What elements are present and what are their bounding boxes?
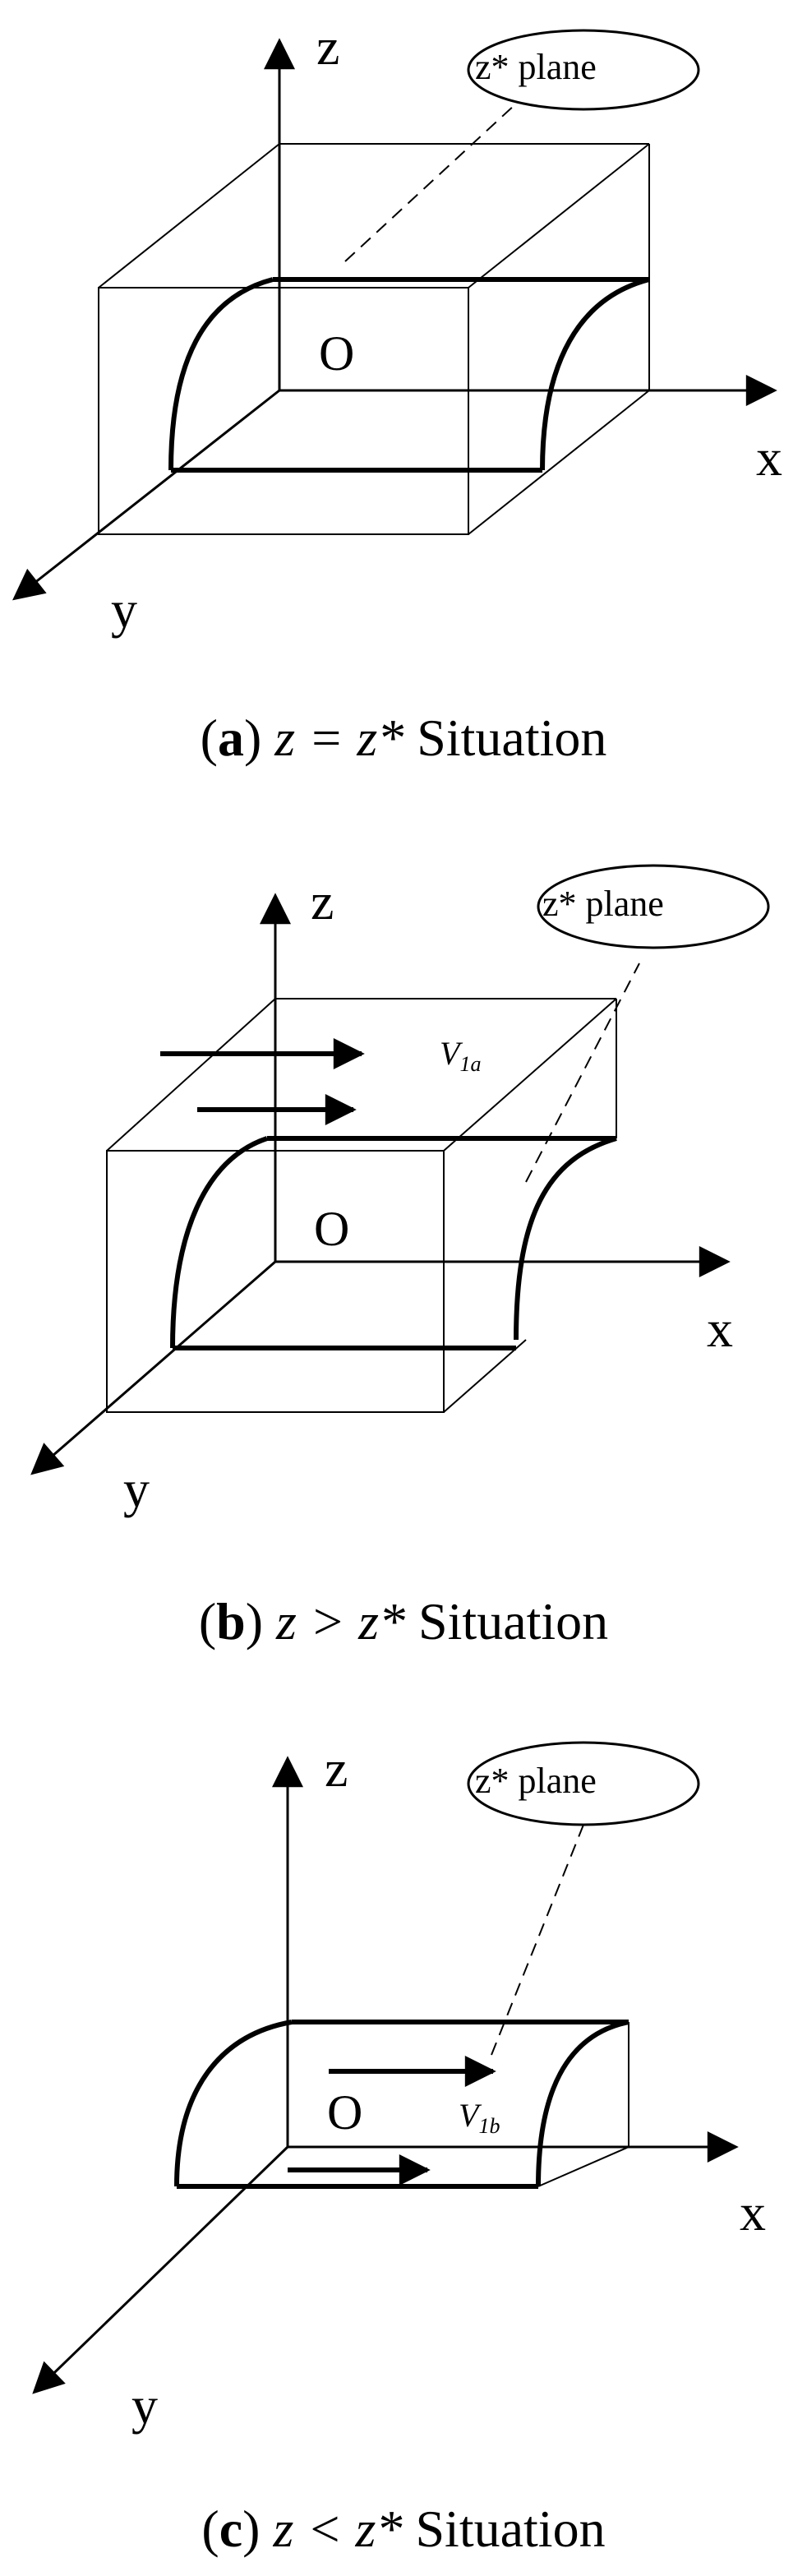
velocity-arrows-c xyxy=(288,2056,496,2186)
box-back-c xyxy=(537,2022,629,2187)
flow-profile-a xyxy=(168,277,650,473)
velocity-label: V1a xyxy=(440,1037,481,1075)
callout-text: z* plane xyxy=(475,1761,597,1801)
velocity-main: V xyxy=(459,2097,479,2134)
caption-word: Situation xyxy=(417,709,607,767)
caption-relation: z > z* xyxy=(276,1592,406,1650)
caption-word: Situation xyxy=(415,2500,606,2558)
diagram-c xyxy=(32,1741,739,2394)
caption-letter: b xyxy=(216,1592,246,1650)
origin-label: O xyxy=(319,326,355,381)
axes-b xyxy=(30,893,731,1475)
caption-b: (b) z > z* Situation xyxy=(198,1592,609,1650)
axes-a xyxy=(12,38,777,601)
origin-label: O xyxy=(314,1202,350,1256)
panel-c: z x y O z* plane V1b (c) z < z* Situatio… xyxy=(0,1710,807,2576)
leader-line-b xyxy=(525,963,640,1183)
caption-c: (c) z < z* Situation xyxy=(201,2500,606,2558)
caption-a: (a) z = z* Situation xyxy=(200,709,607,767)
axis-label-z: z xyxy=(316,17,340,76)
axis-label-x: x xyxy=(756,428,782,487)
velocity-main: V xyxy=(440,1035,460,1072)
axis-label-y: y xyxy=(123,1460,150,1518)
axis-label-y: y xyxy=(111,580,137,639)
caption-relation: z = z* xyxy=(274,709,404,767)
callout-bubble-c xyxy=(467,1741,700,1826)
flow-profile-c xyxy=(174,2020,629,2189)
box-front-a xyxy=(98,143,650,535)
axes-c xyxy=(32,1756,739,2394)
callout-bubble-b xyxy=(537,864,770,949)
axis-label-y: y xyxy=(131,2376,158,2435)
diagram-a xyxy=(12,29,777,601)
panel-b: z x y O z* plane V1a (b) z > z* Situatio… xyxy=(0,855,807,1710)
leader-line-a xyxy=(344,94,527,262)
caption-word: Situation xyxy=(418,1592,609,1650)
axis-label-z: z xyxy=(325,1739,348,1798)
velocity-arrows-b xyxy=(160,1038,365,1125)
flow-profile-b xyxy=(170,1136,617,1350)
axis-label-x: x xyxy=(707,1300,733,1358)
callout-bubble-a xyxy=(467,29,700,111)
velocity-sub: 1b xyxy=(478,2114,500,2138)
callout-text: z* plane xyxy=(475,47,597,87)
axis-label-z: z xyxy=(311,872,334,930)
caption-letter: c xyxy=(219,2500,243,2558)
callout-text: z* plane xyxy=(542,884,664,924)
velocity-sub: 1a xyxy=(459,1052,482,1076)
diagram-b xyxy=(30,864,770,1475)
velocity-label: V1b xyxy=(459,2099,500,2137)
origin-label: O xyxy=(327,2085,363,2140)
panel-a: z x y O z* plane (a) z = z* Situation xyxy=(0,0,807,855)
caption-letter: a xyxy=(217,709,244,767)
axis-label-x: x xyxy=(740,2183,766,2241)
caption-relation: z < z* xyxy=(273,2500,403,2558)
